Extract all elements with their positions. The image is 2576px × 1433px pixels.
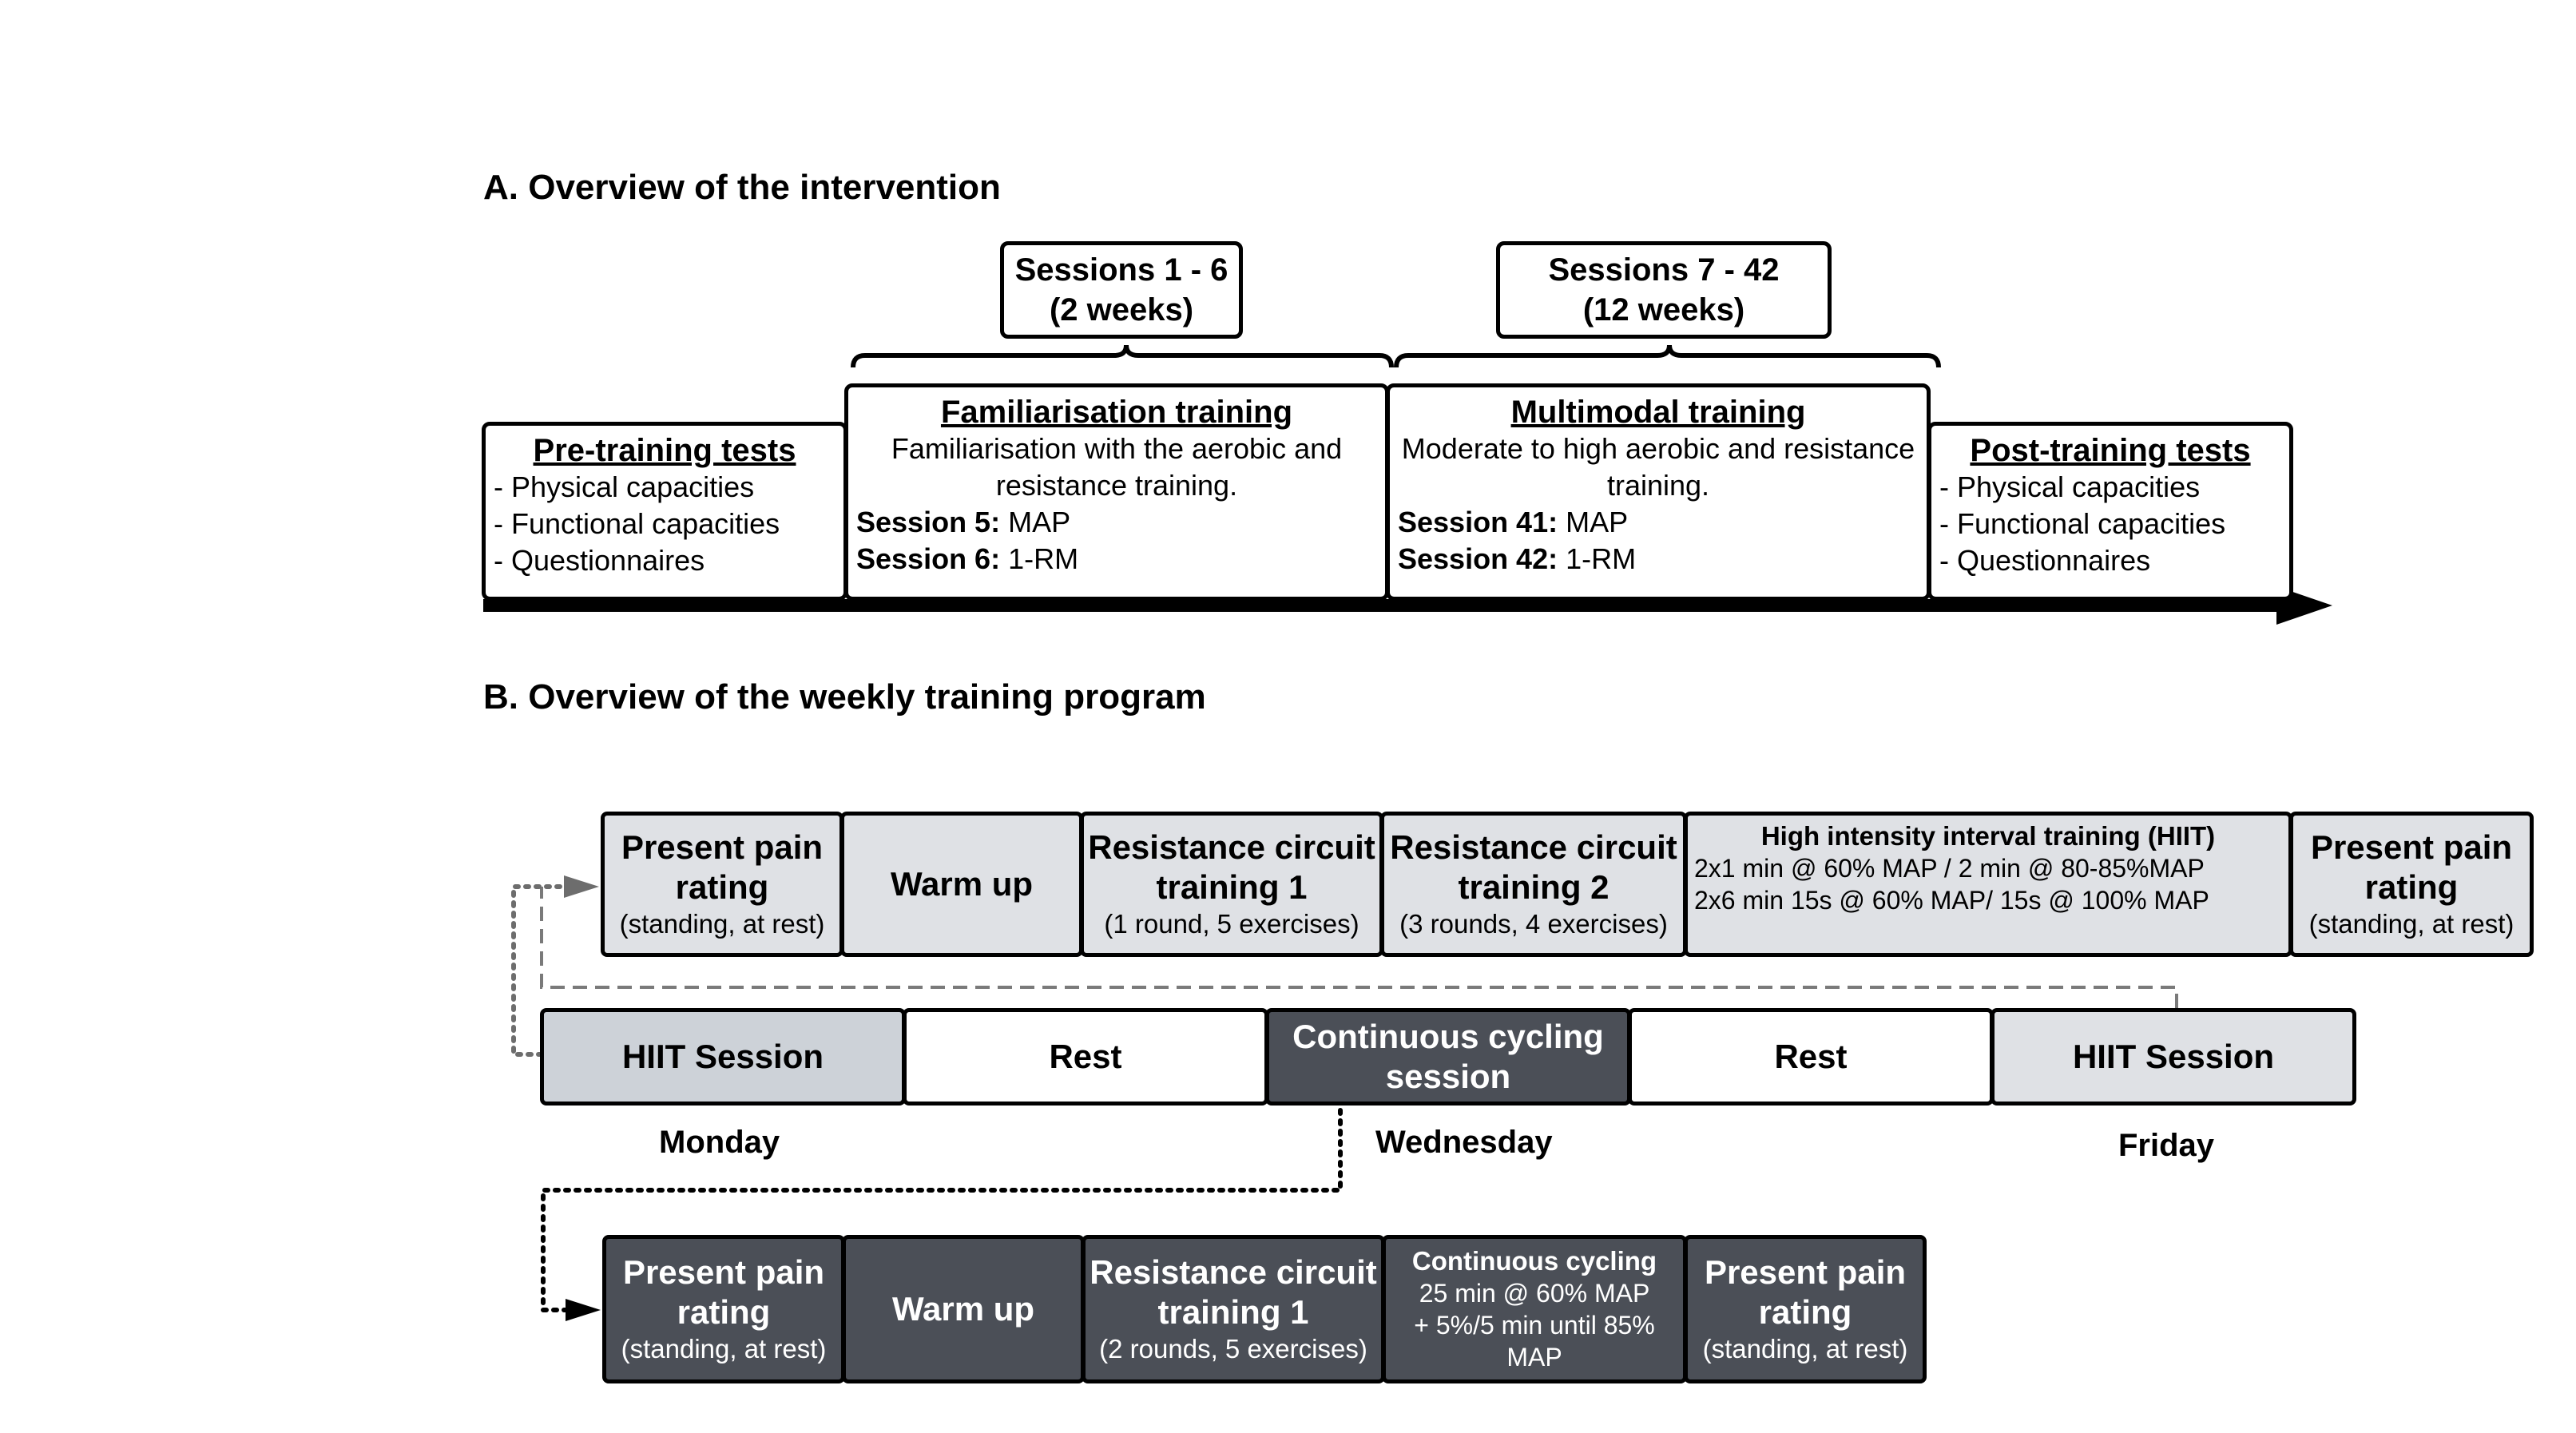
day-label-monday: Monday bbox=[659, 1125, 780, 1160]
familiarisation-training-box: Familiarisation training Familiarisation… bbox=[844, 383, 1389, 601]
day-label-wednesday: Wednesday bbox=[1375, 1125, 1553, 1160]
multimodal-title: Multimodal training bbox=[1510, 395, 1806, 430]
post-training-title: Post-training tests bbox=[1970, 433, 2251, 468]
sessions-1-6-range: Sessions 1 - 6 bbox=[1014, 252, 1228, 288]
hiit-warm-up: Warm up bbox=[840, 812, 1083, 957]
pre-training-title: Pre-training tests bbox=[533, 433, 796, 468]
week-wednesday-cycling: Continuous cycling session bbox=[1265, 1008, 1631, 1106]
pre-item-questionnaires: - Questionnaires bbox=[494, 544, 705, 577]
cc-warm-up: Warm up bbox=[842, 1235, 1085, 1383]
section-b-title: B. Overview of the weekly training progr… bbox=[483, 677, 1206, 716]
hiit-resistance-circuit-2: Resistance circuit training 2 (3 rounds,… bbox=[1380, 812, 1687, 957]
sessions-7-42-duration: (12 weeks) bbox=[1582, 292, 1745, 327]
pre-training-tests-box: Pre-training tests - Physical capacities… bbox=[482, 422, 847, 601]
multimodal-session-41: Session 41: MAP bbox=[1398, 506, 1629, 538]
multimodal-training-box: Multimodal training Moderate to high aer… bbox=[1386, 383, 1931, 601]
post-item-functional: - Functional capacities bbox=[1939, 507, 2226, 540]
sessions-1-6-duration: (2 weeks) bbox=[1049, 292, 1194, 327]
pre-item-physical: - Physical capacities bbox=[494, 470, 755, 503]
brace-multimodal bbox=[1394, 344, 1941, 368]
pre-item-functional: - Functional capacities bbox=[494, 507, 780, 540]
week-tuesday-rest: Rest bbox=[903, 1008, 1268, 1106]
cc-pain-rating-end: Present pain rating (standing, at rest) bbox=[1684, 1235, 1927, 1383]
hiit-interval-training: High intensity interval training (HIIT) … bbox=[1684, 812, 2292, 957]
wednesday-arrowhead bbox=[566, 1299, 601, 1321]
familiarisation-session-6: Session 6: 1-RM bbox=[856, 542, 1079, 575]
familiarisation-title: Familiarisation training bbox=[940, 395, 1293, 430]
cc-resistance-circuit-1: Resistance circuit training 1 (2 rounds,… bbox=[1082, 1235, 1385, 1383]
cc-pain-rating-start: Present pain rating (standing, at rest) bbox=[602, 1235, 845, 1383]
week-friday-hiit: HIIT Session bbox=[1991, 1008, 2356, 1106]
hiit-pain-rating-start: Present pain rating (standing, at rest) bbox=[601, 812, 843, 957]
cc-continuous-cycling: Continuous cycling 25 min @ 60% MAP + 5%… bbox=[1382, 1235, 1687, 1383]
section-a-title: A. Overview of the intervention bbox=[483, 168, 1001, 207]
brace-familiarisation bbox=[851, 344, 1394, 368]
hiit-pain-rating-end: Present pain rating (standing, at rest) bbox=[2289, 812, 2534, 957]
monday-dotted-connector bbox=[511, 884, 570, 1057]
day-label-friday: Friday bbox=[2118, 1128, 2215, 1163]
sessions-7-42-box: Sessions 7 - 42 (12 weeks) bbox=[1496, 241, 1832, 339]
multimodal-desc: Moderate to high aerobic and resistance … bbox=[1401, 432, 1915, 502]
wednesday-dotted-connector bbox=[541, 1108, 1343, 1312]
hiit-resistance-circuit-1: Resistance circuit training 1 (1 round, … bbox=[1080, 812, 1383, 957]
week-monday-hiit: HIIT Session bbox=[540, 1008, 906, 1106]
sessions-1-6-box: Sessions 1 - 6 (2 weeks) bbox=[1000, 241, 1243, 339]
monday-arrowhead bbox=[564, 875, 599, 898]
post-item-physical: - Physical capacities bbox=[1939, 470, 2201, 503]
familiarisation-desc: Familiarisation with the aerobic and res… bbox=[891, 432, 1343, 502]
familiarisation-session-5: Session 5: MAP bbox=[856, 506, 1071, 538]
friday-dashed-connector bbox=[540, 887, 2178, 1008]
week-thursday-rest: Rest bbox=[1628, 1008, 1994, 1106]
sessions-7-42-range: Sessions 7 - 42 bbox=[1548, 252, 1780, 288]
multimodal-session-42: Session 42: 1-RM bbox=[1398, 542, 1637, 575]
post-item-questionnaires: - Questionnaires bbox=[1939, 544, 2151, 577]
post-training-tests-box: Post-training tests - Physical capacitie… bbox=[1927, 422, 2293, 601]
